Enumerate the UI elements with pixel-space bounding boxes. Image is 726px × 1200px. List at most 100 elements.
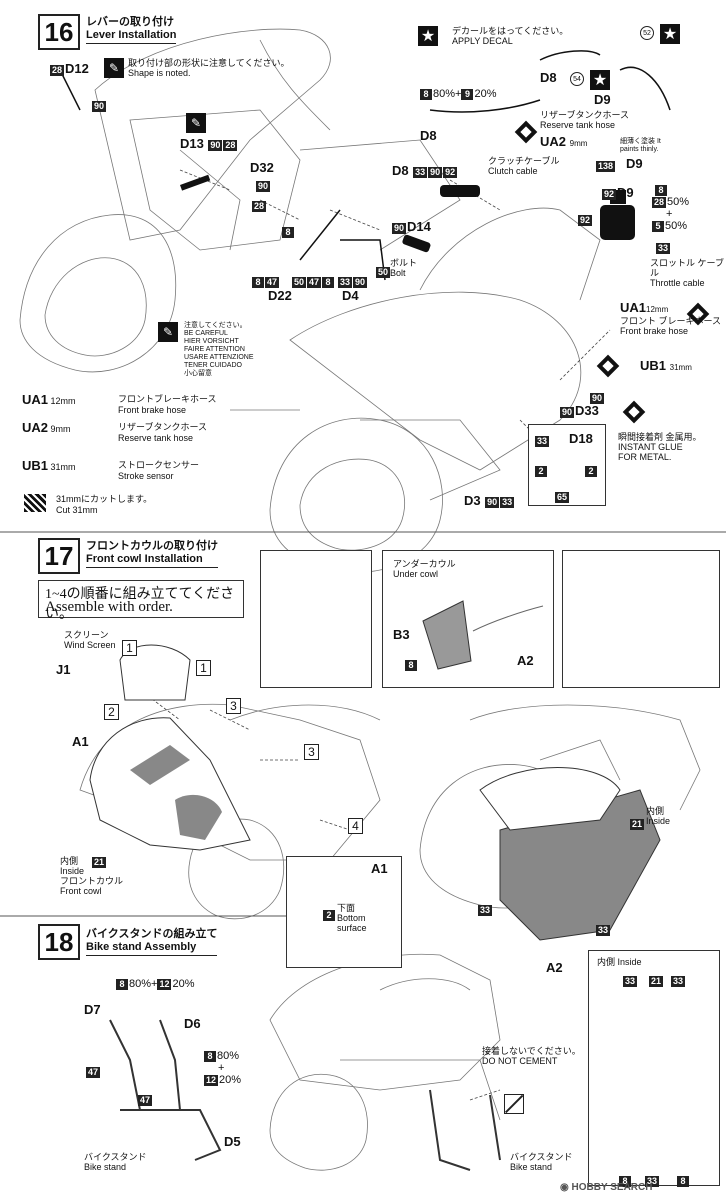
step-18-title-en: Bike stand Assembly: [86, 941, 218, 956]
reserve-tank-en: Reserve tank hose: [540, 120, 616, 130]
code-28: 28: [50, 65, 65, 76]
bolt-jp: ボルト: [390, 258, 418, 268]
r2-80: 80%: [217, 1050, 240, 1062]
label-a1-inset: A1: [371, 861, 388, 876]
step-16-title: レバーの取り付け Lever Installation: [86, 16, 177, 44]
watermark: ◉ HOBBY SEARCH: [560, 1182, 652, 1193]
step-16-number: 16: [38, 14, 80, 50]
code-8: 8: [677, 1176, 689, 1187]
label-d9-main: D9: [617, 185, 634, 200]
code-33: 33: [645, 1176, 660, 1187]
label-d12: D12: [65, 61, 89, 76]
apply-decal-en: APPLY DECAL: [452, 36, 513, 46]
code-21: 21: [649, 976, 664, 987]
code-21: 21: [92, 857, 107, 868]
label-d8-decal: D8: [540, 70, 557, 85]
ratio-50-b: 50%: [665, 220, 688, 232]
ua2-size: 9mm: [569, 139, 588, 148]
apply-decal-note: デカールをはってください。 APPLY DECAL: [452, 26, 568, 46]
order-2: 2: [104, 704, 119, 720]
ratio-20: 20%: [474, 88, 497, 100]
label-d22: D22: [268, 288, 292, 303]
label-a1: A1: [72, 734, 89, 749]
order-1b: 1: [196, 660, 211, 676]
code-2: 2: [323, 910, 335, 921]
careful-3: FAIRE ATTENTION: [184, 346, 245, 353]
r1-code-12: 12: [157, 979, 172, 990]
code-8: 8: [405, 660, 417, 671]
code-92: 92: [443, 167, 458, 178]
code-33: 33: [535, 436, 550, 447]
label-d5: D5: [224, 1134, 241, 1149]
legend-ub1-jp: ストロークセンサー: [118, 460, 200, 470]
code-90: 90: [92, 101, 107, 112]
screen-en: Wind Screen: [64, 640, 116, 650]
under-cowl-en: Under cowl: [393, 569, 439, 579]
code-90: 90: [256, 181, 271, 192]
order-1: 1: [122, 640, 137, 656]
legend-ub1-desc: ストロークセンサー Stroke sensor: [118, 460, 199, 482]
careful-4: USARE ATTENZIONE: [184, 354, 254, 361]
instant-glue-note: 瞬間接着剤 金属用。 INSTANT GLUE FOR METAL.: [618, 432, 702, 462]
screen-jp: スクリーン: [64, 630, 109, 640]
code-50: 50: [376, 267, 391, 278]
watermark-icon: ◉: [560, 1182, 569, 1193]
inset-detail-3: [562, 550, 720, 688]
code-28: 28: [252, 201, 267, 212]
ub1-code: UB1: [640, 358, 667, 373]
legend-ua2-desc: リザーブタンクホース Reserve tank hose: [118, 422, 207, 444]
code-90: 90: [392, 223, 407, 234]
r2-code-8: 8: [204, 1051, 216, 1062]
code-33: 33: [338, 277, 353, 288]
legend-ua2-size: 9mm: [50, 424, 71, 434]
bottom-jp: 下面: [337, 903, 356, 913]
decal-star-icon: ★: [660, 24, 680, 44]
code-33: 33: [478, 905, 493, 916]
careful-2: HIER VORSICHT: [184, 338, 239, 345]
r2-20: 20%: [219, 1074, 242, 1086]
inset-detail-1: [260, 550, 372, 688]
label-ua1: UA112mm: [620, 300, 668, 315]
front-brake-en: Front brake hose: [620, 326, 689, 336]
watermark-text: HOBBY SEARCH: [571, 1182, 653, 1193]
shape-note-en: Shape is noted.: [128, 68, 191, 78]
ratio-plus: +: [666, 208, 673, 220]
code-47: 47: [307, 277, 322, 288]
step-17-title-en: Front cowl Installation: [86, 553, 218, 568]
ratio-code-9: 9: [461, 89, 474, 100]
cut-note: 31mmにカットします。 Cut 31mm: [56, 494, 152, 516]
ratio-code-5: 5: [652, 221, 664, 232]
decal-star-icon: ★: [418, 26, 438, 46]
front-cowl-jp: フロントカウル: [60, 876, 124, 886]
legend-ua1-code: UA1: [22, 392, 49, 407]
d18-panel: 33 D18 2 2 65: [528, 424, 606, 506]
label-d6: D6: [184, 1016, 201, 1031]
careful-6: 小心留意: [184, 370, 212, 377]
legend-ua2: UA2 9mm: [22, 421, 71, 435]
front-brake-jp: フロント ブレーキホース: [620, 316, 722, 326]
no-cement-en: DO NOT CEMENT: [482, 1056, 558, 1066]
bike-stand-label-right: バイクスタンド Bike stand: [510, 1152, 573, 1172]
label-d8-lever: D8: [420, 128, 437, 143]
apply-decal-jp: デカールをはってください。: [452, 26, 569, 36]
label-d33: D33: [575, 403, 599, 418]
screen-label: スクリーン Wind Screen: [64, 630, 116, 650]
step-16-title-jp: レバーの取り付け: [86, 16, 174, 28]
cut-icon: [24, 494, 46, 512]
bike-stand-jp: バイクスタンド: [84, 1152, 147, 1162]
label-d8-cable: D8: [392, 163, 409, 178]
code-47: 47: [265, 277, 280, 288]
code-65: 65: [555, 492, 570, 503]
clutch-cable-label: クラッチケーブル Clutch cable: [488, 156, 559, 176]
under-cowl-art: [422, 600, 544, 670]
legend-ua1: UA1 12mm: [22, 392, 76, 407]
legend-ua1-desc: フロントブレーキホース Front brake hose: [118, 394, 217, 416]
